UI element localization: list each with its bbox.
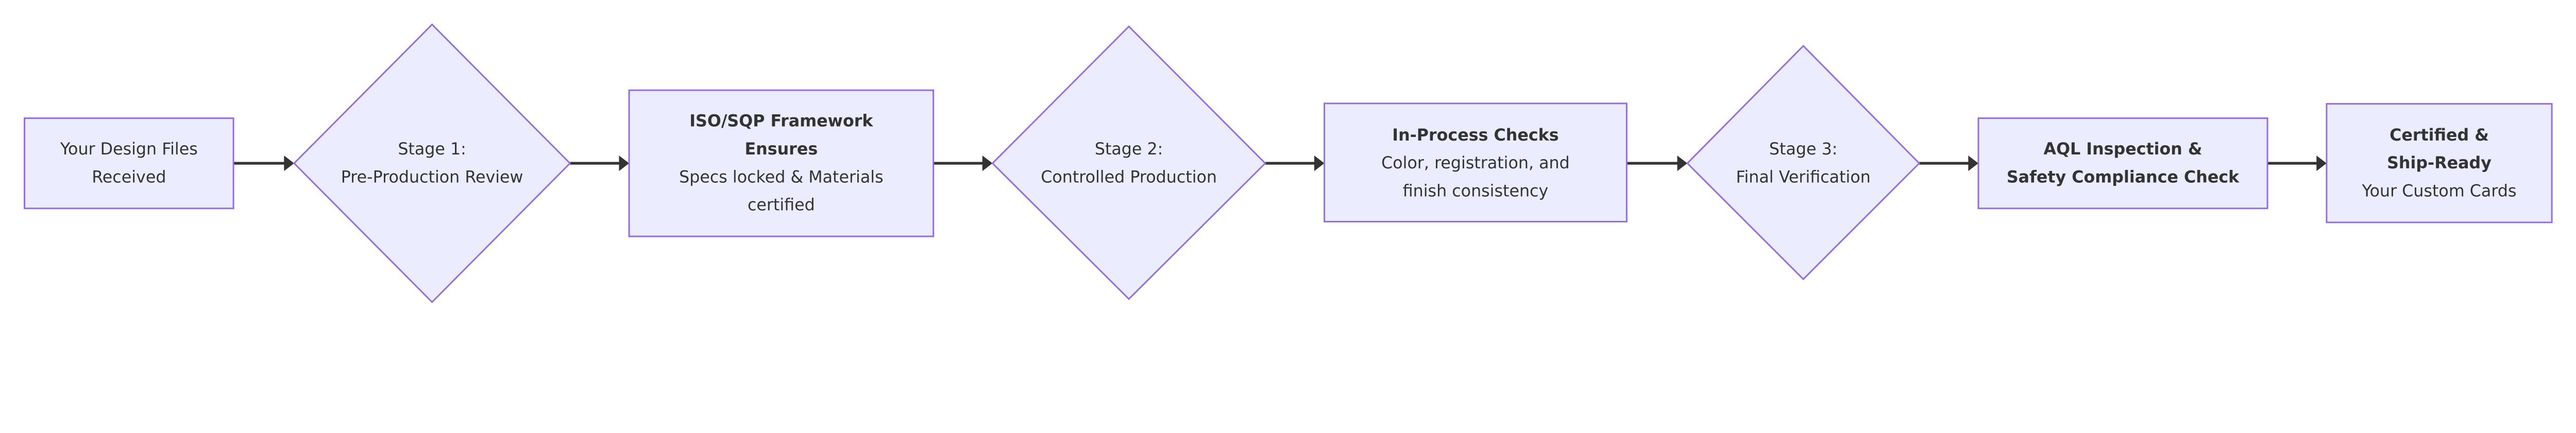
edges: [233, 155, 2327, 171]
node-label-line: Ensures: [745, 140, 818, 159]
node-label-line: Pre-Production Review: [341, 168, 523, 186]
node-label-line: Color, registration, and: [1381, 154, 1570, 172]
arrowhead-icon: [2316, 155, 2327, 171]
node-label-line: Final Verification: [1736, 168, 1871, 186]
node-label-line: Safety Compliance Check: [2007, 168, 2240, 186]
node-label-line: finish consistency: [1403, 182, 1549, 201]
node-label-line: Your Custom Cards: [2362, 182, 2517, 201]
process-box: [2326, 103, 2553, 223]
decision-diamond: [1686, 44, 1921, 281]
arrowhead-icon: [982, 155, 993, 171]
arrowhead-icon: [1314, 155, 1325, 171]
arrowhead-icon: [1968, 155, 1979, 171]
node-label-line: certified: [748, 196, 815, 215]
node-label-line: AQL Inspection &: [2044, 140, 2202, 159]
node-stage-3: Stage 3: Final Verification: [1686, 44, 1921, 281]
decision-diamond: [991, 25, 1266, 300]
node-label-line: Stage 1:: [398, 140, 466, 159]
process-box: [628, 89, 935, 237]
node-stage-1: Stage 1: Pre-Production Review: [293, 23, 571, 303]
decision-diamond: [293, 23, 571, 303]
node-label-line: ISO/SQP Framework: [689, 112, 873, 131]
node-label-line: Your Design Files: [60, 140, 198, 159]
process-box: [24, 117, 234, 210]
process-box: [1977, 117, 2268, 210]
arrowhead-icon: [284, 155, 294, 171]
node-label-line: Received: [92, 168, 166, 186]
node-label-line: In-Process Checks: [1392, 126, 1558, 145]
node-label-line: Specs locked & Materials: [679, 168, 883, 186]
node-label-line: Ship-Ready: [2387, 154, 2492, 172]
process-box: [1324, 102, 1628, 222]
arrowhead-icon: [619, 155, 630, 171]
arrowhead-icon: [1677, 155, 1688, 171]
node-label-line: Certified &: [2389, 126, 2489, 145]
node-label-line: Controlled Production: [1041, 168, 1217, 186]
node-label-line: Stage 2:: [1095, 140, 1163, 159]
node-aql: AQL Inspection & Safety Compliance Check: [1977, 117, 2268, 210]
node-stage-2: Stage 2: Controlled Production: [991, 25, 1266, 300]
node-label-line: Stage 3:: [1769, 140, 1838, 159]
